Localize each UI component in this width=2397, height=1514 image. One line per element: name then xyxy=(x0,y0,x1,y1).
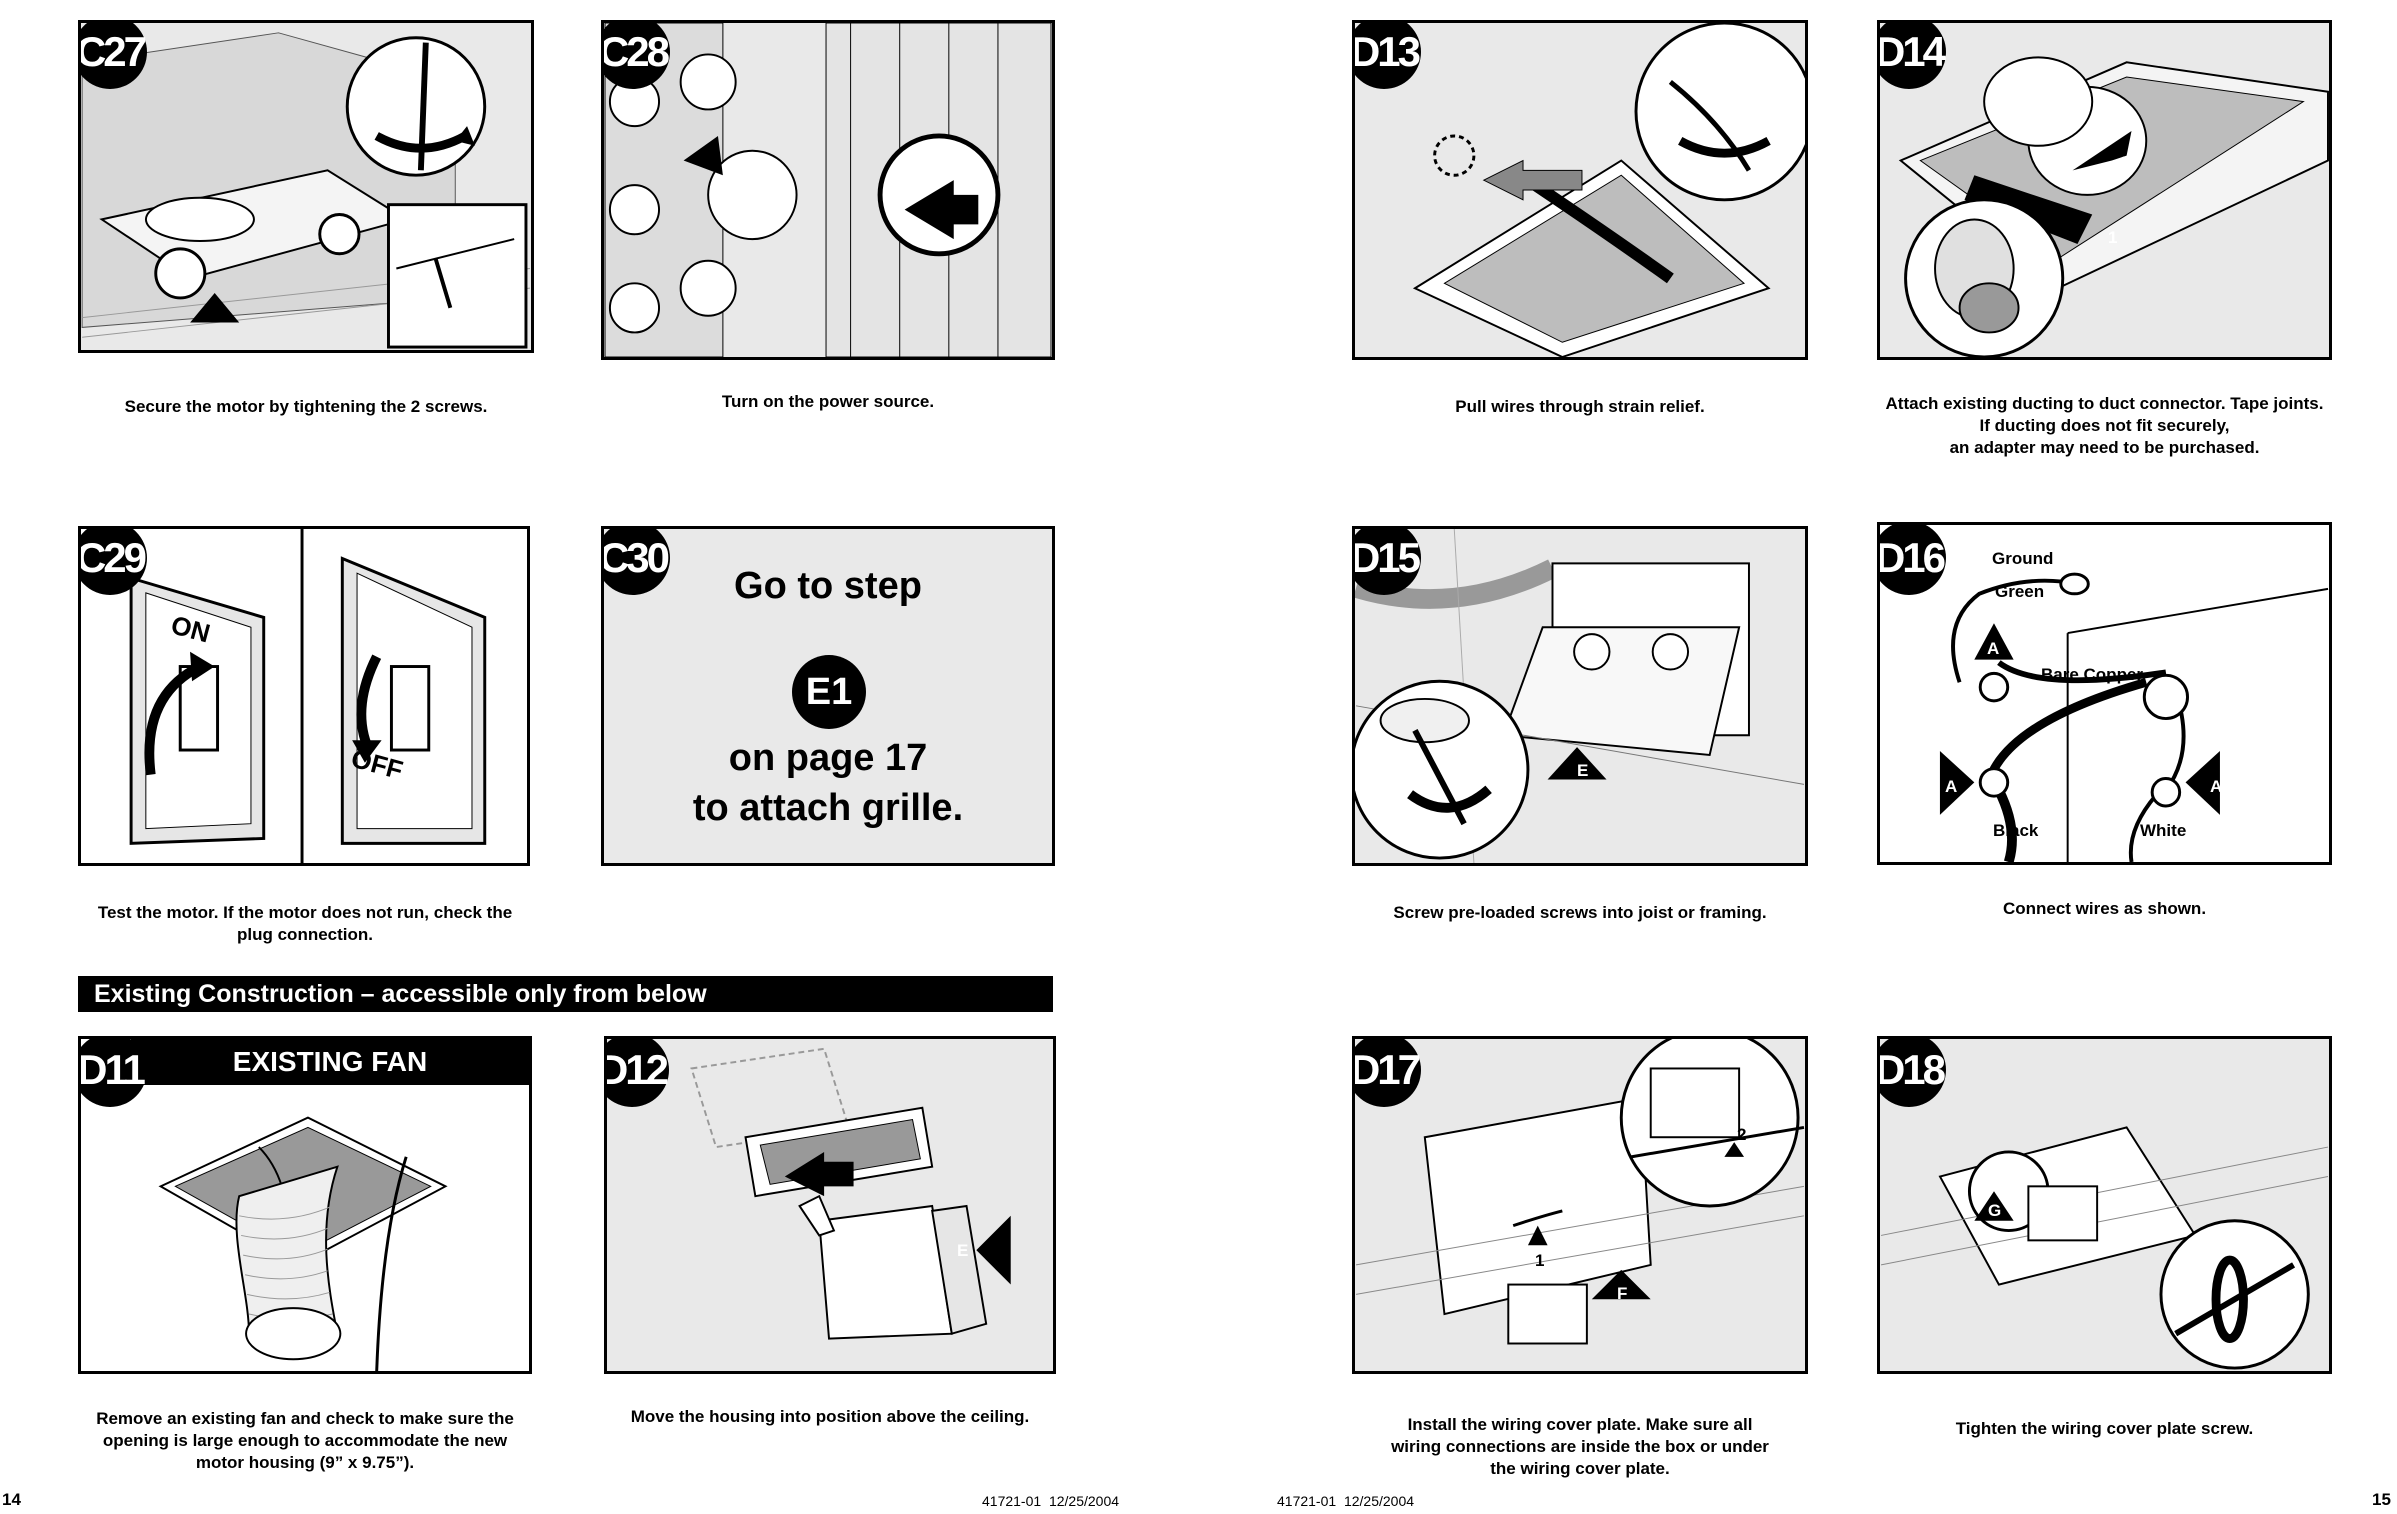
goto-step-badge: E1 xyxy=(792,655,866,729)
connector-a-label: A xyxy=(1987,639,2000,658)
caption-line: If ducting does not fit securely, xyxy=(1979,416,2230,435)
black-label: Black xyxy=(1993,821,2039,840)
part-label-e: E xyxy=(1577,761,1589,780)
d13-illustration xyxy=(1412,23,1805,357)
existing-fan-header: EXISTING FAN xyxy=(131,1039,529,1085)
caption-d16: Connect wires as shown. xyxy=(2002,899,2207,918)
goto-line2: on page 17 xyxy=(728,737,928,779)
caption-line: Install the wiring cover plate. Make sur… xyxy=(1407,1415,1753,1434)
goto-line3: to attach grille. xyxy=(692,787,964,829)
panel-d17: F 1 2 D17 xyxy=(1352,1036,1808,1374)
panel-d12: E D12 xyxy=(604,1036,1056,1374)
step-badge: D14 xyxy=(1880,23,1946,89)
page-number-right: 15 xyxy=(2372,1490,2391,1509)
ground-label: Ground xyxy=(1992,549,2054,568)
part-label-f: F xyxy=(1617,1284,1628,1303)
caption-c28: Turn on the power source. xyxy=(721,392,935,411)
caption-d18: Tighten the wiring cover plate screw. xyxy=(1955,1419,2254,1438)
white-label: White xyxy=(2140,821,2187,840)
d18-illustration xyxy=(1880,1126,2329,1370)
caption-d14: Attach existing ducting to duct connecto… xyxy=(1877,393,2332,459)
step-badge: C28 xyxy=(604,23,670,89)
green-label: Green xyxy=(1995,582,2045,601)
c29-illustration xyxy=(129,529,487,863)
panel-c30: Go to step E1 on page 17 to attach grill… xyxy=(601,526,1055,866)
section-banner: Existing Construction – accessible only … xyxy=(78,976,1053,1012)
doc-id-right: 41721-01 12/25/2004 xyxy=(1277,1493,1415,1509)
arrow-2-label: 2 xyxy=(1737,1125,1747,1144)
step-badge: D13 xyxy=(1355,23,1421,89)
d17-illustration xyxy=(1355,1039,1805,1345)
caption-line: an adapter may need to be purchased. xyxy=(1949,438,2260,457)
step-badge: D11 xyxy=(81,1039,147,1107)
arrow-1-label: 1 xyxy=(1535,1251,1545,1270)
panel-c27: C27 xyxy=(78,20,534,353)
d15-illustration xyxy=(1355,529,1805,863)
step-badge: C29 xyxy=(81,529,147,595)
c28-illustration xyxy=(604,23,1052,357)
d14-illustration xyxy=(1898,56,2329,357)
page-number-left: 14 xyxy=(2,1490,21,1509)
connector-a-label: A xyxy=(1945,777,1958,796)
caption-d15: Screw pre-loaded screws into joist or fr… xyxy=(1393,903,1767,922)
panel-d15: E D15 xyxy=(1352,526,1808,866)
caption-line: Attach existing ducting to duct connecto… xyxy=(1885,394,2324,413)
step-badge: D15 xyxy=(1355,529,1421,595)
panel-d11: EXISTING FAN D11 xyxy=(78,1036,532,1374)
step-badge: D18 xyxy=(1880,1039,1946,1107)
part-label-g: G xyxy=(1988,1201,2002,1220)
caption-d17: Install the wiring cover plate. Make sur… xyxy=(1352,1414,1808,1480)
caption-d13: Pull wires through strain relief. xyxy=(1455,397,1705,416)
step-badge: D12 xyxy=(607,1039,669,1107)
arrow-1-label: 1 xyxy=(2108,228,2118,247)
panel-d18: G D18 xyxy=(1877,1036,2332,1374)
step-badge: C27 xyxy=(81,23,147,89)
step-badge: D17 xyxy=(1355,1039,1421,1107)
arrow-2-label: 2 xyxy=(2120,153,2130,172)
doc-id-left: 41721-01 12/25/2004 xyxy=(982,1493,1120,1509)
d16-illustration xyxy=(1939,572,2329,862)
step-badge: C30 xyxy=(604,529,670,595)
goto-line1: Go to step xyxy=(734,565,922,607)
d12-illustration xyxy=(690,1047,1011,1340)
part-label-e: E xyxy=(957,1241,969,1260)
panel-d14: 1 2 D14 xyxy=(1877,20,2332,360)
caption-d12: Move the housing into position above the… xyxy=(630,1407,1030,1426)
d11-illustration xyxy=(158,1116,448,1371)
panel-c29: ON OFF C29 xyxy=(78,526,530,866)
caption-d11: Remove an existing fan and check to make… xyxy=(96,1409,514,1472)
panel-c28: C28 xyxy=(601,20,1055,360)
connector-a-label: A xyxy=(2210,777,2223,796)
panel-d16: Ground Green Bare Copper Black White A A… xyxy=(1877,522,2332,865)
caption-line: wiring connections are inside the box or… xyxy=(1391,1437,1769,1456)
step-badge: D16 xyxy=(1880,525,1946,595)
panel-d13: D13 xyxy=(1352,20,1808,360)
bare-copper-label: Bare Copper xyxy=(2041,665,2144,684)
caption-line: the wiring cover plate. xyxy=(1490,1459,1670,1478)
c27-illustration xyxy=(81,32,530,349)
caption-c29: Test the motor. If the motor does not ru… xyxy=(97,903,513,944)
caption-c27: Secure the motor by tightening the 2 scr… xyxy=(124,397,488,416)
